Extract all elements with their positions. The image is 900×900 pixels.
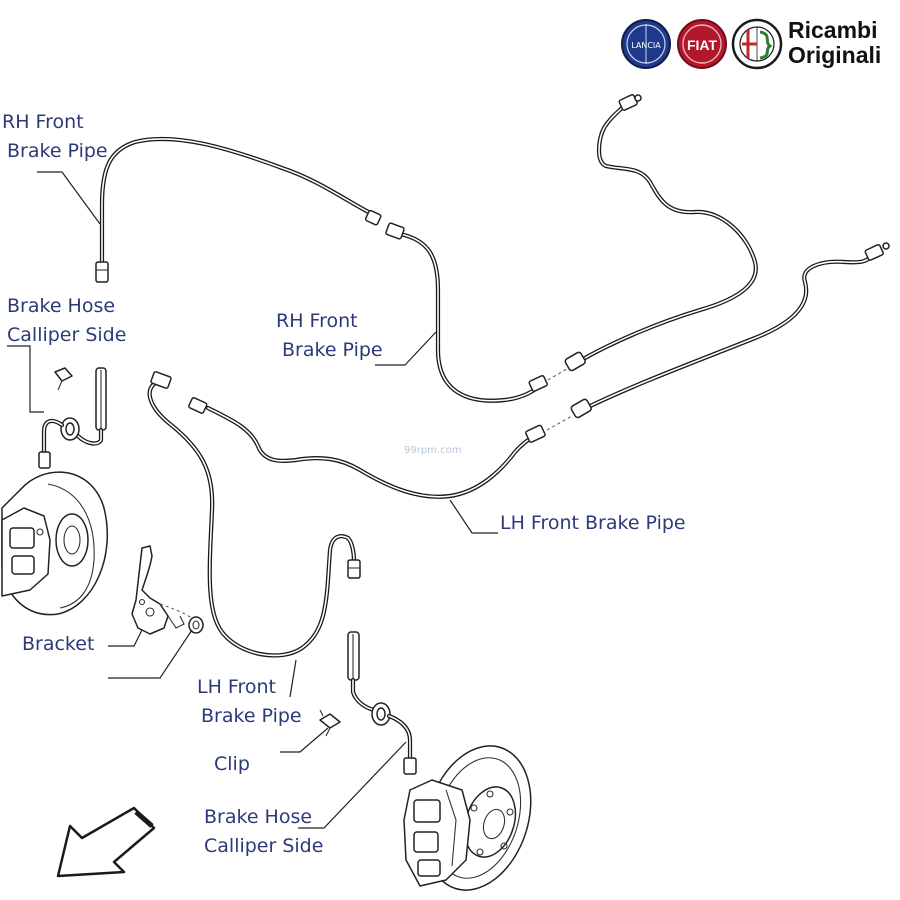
label-brake-hose-calliper-side-left-line2: Calliper Side: [7, 324, 126, 346]
lh-front-brake-pipe-lower: [147, 371, 361, 658]
brand-title-line1: Ricambi: [788, 17, 877, 43]
rh-front-brake-pipe-upper: [95, 136, 382, 283]
fiat-lettering: FIAT: [687, 37, 718, 53]
rear-brake-pipe-upper: [564, 93, 758, 372]
brake-hose-left: [38, 367, 107, 469]
label-rh-front-brake-pipe-upper-line1: RH Front: [2, 111, 84, 133]
label-brake-hose-calliper-side-bottom-line2: Calliper Side: [204, 835, 323, 857]
arrow-down-left-icon: [56, 806, 156, 878]
label-lh-front-brake-pipe-lower-line1: LH Front: [197, 676, 276, 698]
lancia-logo: LANCIA: [621, 19, 671, 69]
label-lh-front-brake-pipe-right: LH Front Brake Pipe: [500, 512, 686, 534]
label-rh-front-brake-pipe-middle-line1: RH Front: [276, 310, 358, 332]
rear-brake-pipe-lower: [546, 242, 890, 431]
lancia-lettering: LANCIA: [631, 41, 661, 50]
bracket-part: [131, 545, 204, 635]
label-brake-hose-calliper-side-left-line1: Brake Hose: [7, 295, 115, 317]
fiat-logo: FIAT: [677, 19, 727, 69]
clip-part: [319, 709, 341, 737]
label-rh-front-brake-pipe-upper-line2: Brake Pipe: [7, 140, 108, 162]
rh-front-brake-pipe-middle: [385, 222, 573, 403]
alfa-romeo-logo: [731, 18, 783, 70]
lh-front-brake-pipe-right: [188, 396, 546, 499]
brand-title-line2: Originali: [788, 42, 881, 68]
label-lh-front-brake-pipe-lower-line2: Brake Pipe: [201, 705, 302, 727]
label-brake-hose-calliper-side-bottom-line1: Brake Hose: [204, 806, 312, 828]
label-bracket: Bracket: [22, 633, 94, 655]
label-clip: Clip: [214, 753, 250, 775]
brake-disc-left: [1, 471, 109, 616]
watermark: 99rpm.com: [404, 445, 461, 456]
brake-disc-bottom: [403, 745, 532, 891]
label-rh-front-brake-pipe-middle-line2: Brake Pipe: [282, 339, 383, 361]
brake-hose-bottom: [347, 631, 417, 775]
leader-lines: [7, 171, 498, 829]
